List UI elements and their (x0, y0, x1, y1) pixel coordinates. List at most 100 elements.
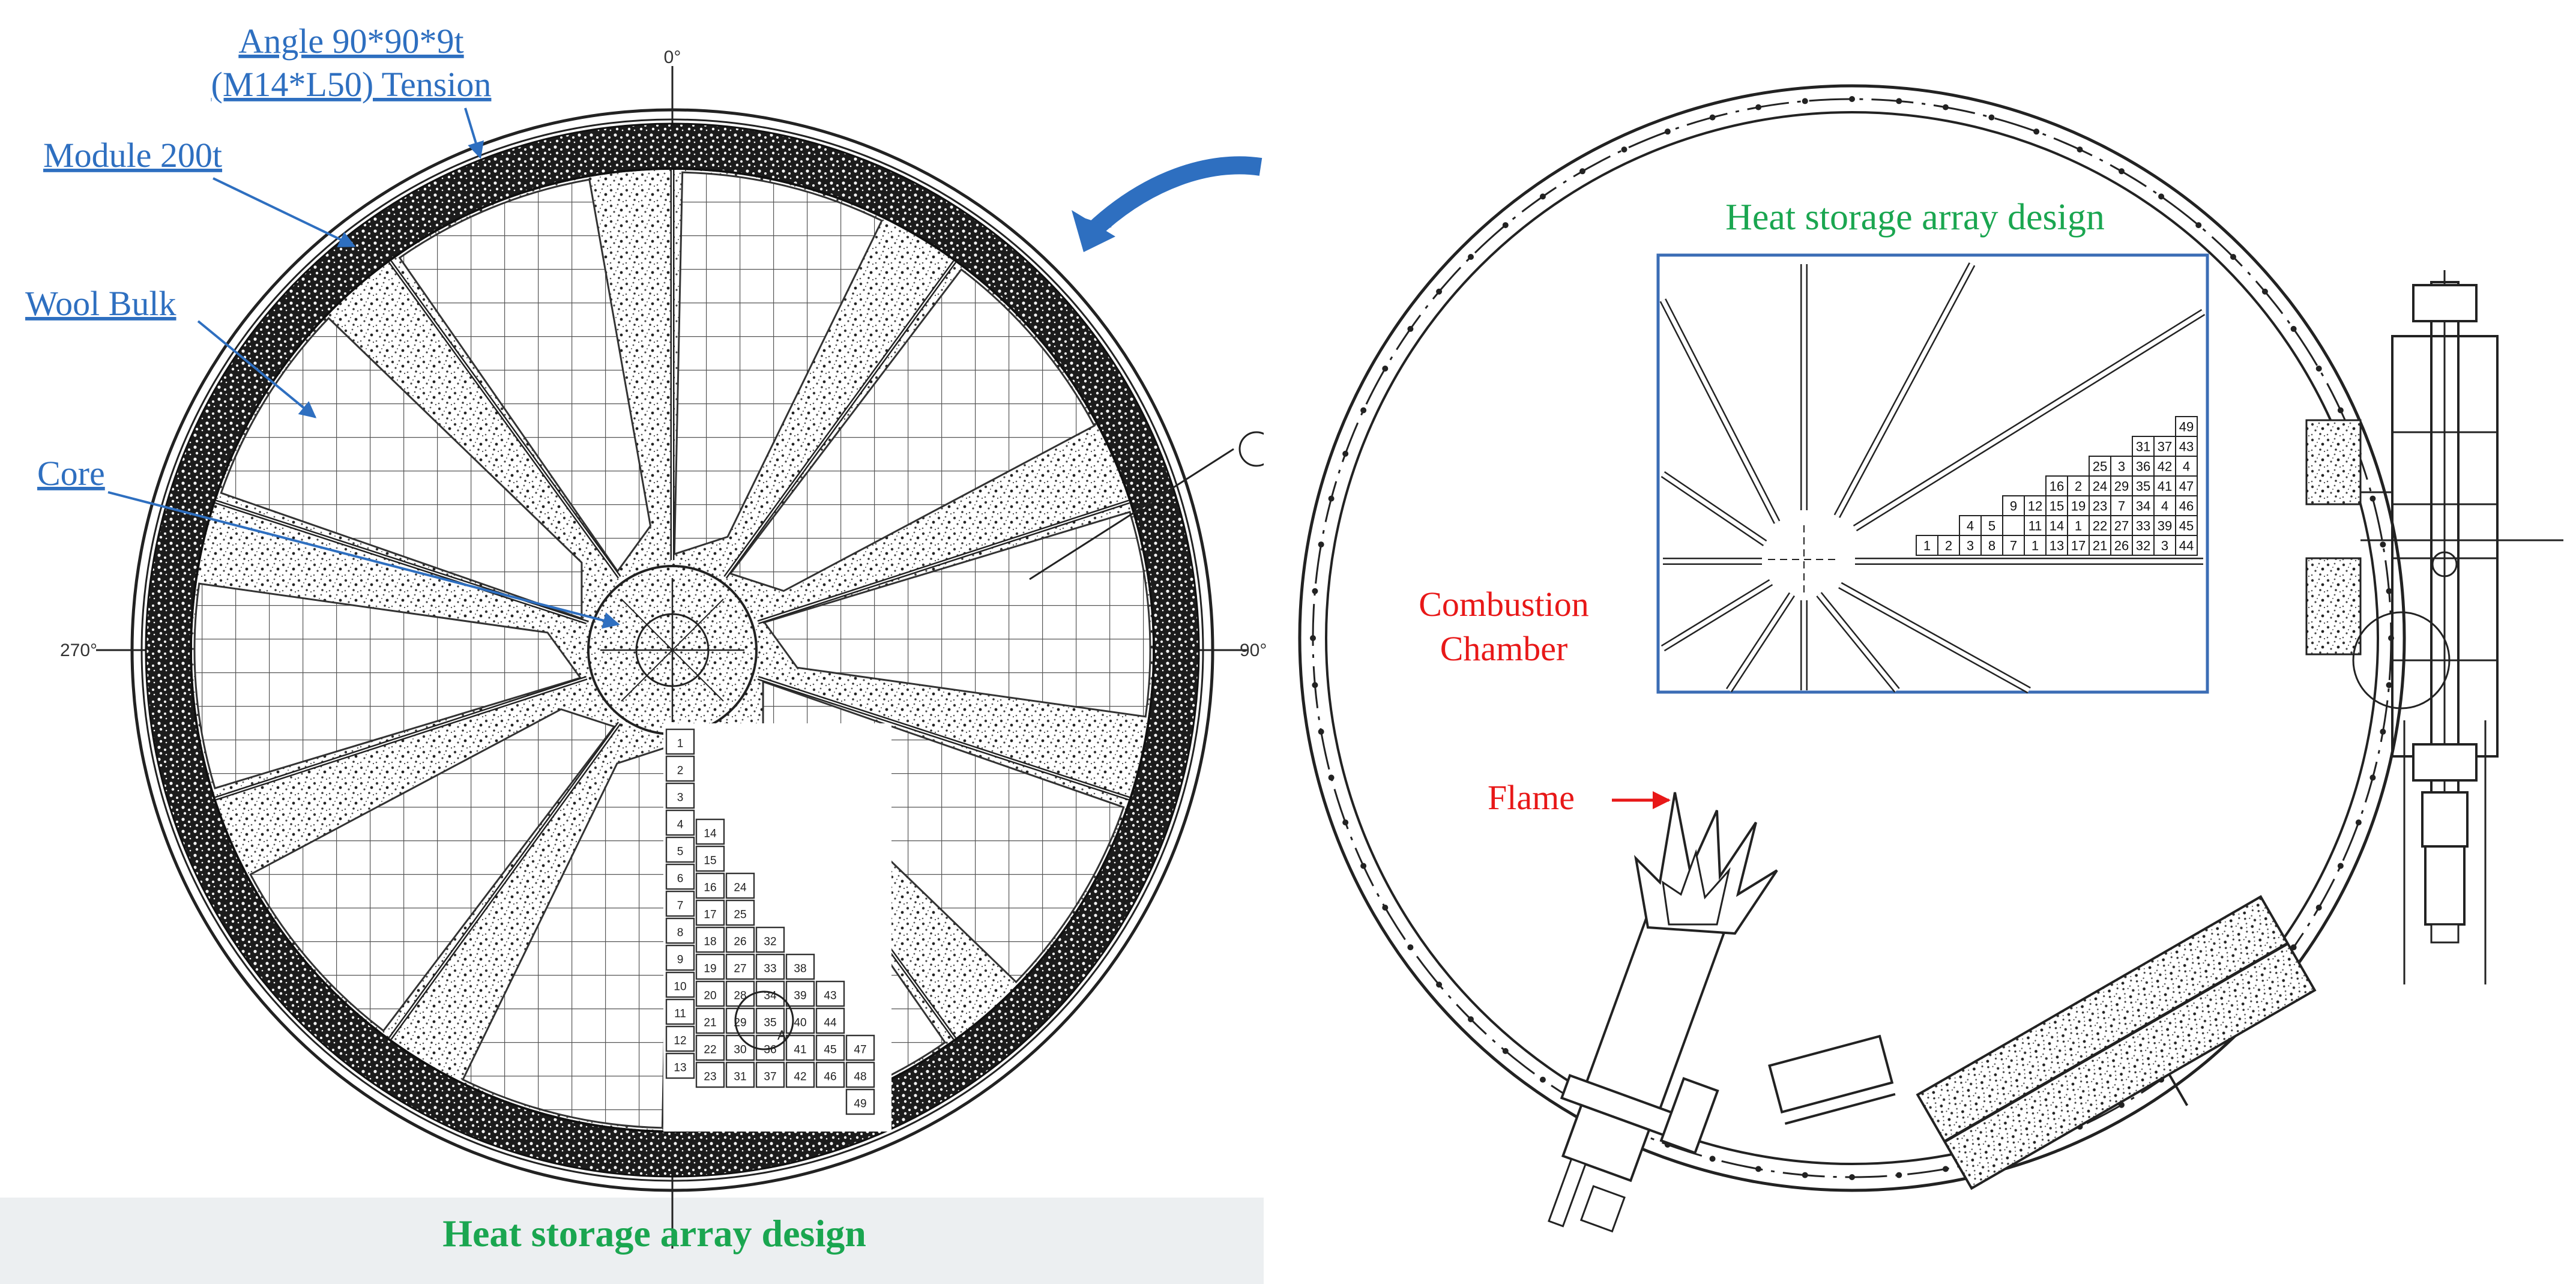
sector-grid (462, 744, 672, 1129)
inset-cell-label: 2 (1945, 538, 1952, 553)
inset-cell-label: 5 (1988, 519, 1995, 534)
numbered-cell (725, 872, 755, 899)
core-label: Core (37, 454, 105, 493)
shell-bolt (1312, 682, 1318, 689)
chamber-shell-outer (1298, 84, 2406, 1192)
inset-cell (1959, 515, 1982, 536)
section-balloon (1238, 431, 1264, 467)
shell-bolt (1664, 128, 1671, 135)
shell-bolt (1502, 1047, 1509, 1054)
numbered-cell (665, 1052, 695, 1079)
numbered-cell-label: 44 (824, 1017, 837, 1029)
shell-bolt (1342, 450, 1349, 457)
numbered-cell-label: 35 (764, 1017, 776, 1029)
core-leader (107, 491, 620, 629)
shell-bolt (2337, 407, 2344, 414)
shell-bolt (2119, 168, 2125, 175)
numbered-cell-label: 47 (854, 1044, 866, 1056)
shell-bolt (2369, 495, 2376, 502)
inset-cell-label: 17 (2071, 538, 2086, 553)
numbered-cell (755, 953, 785, 980)
inset-cell-label: 14 (2050, 519, 2064, 534)
shell-bolt (1382, 366, 1389, 372)
inset-cell-label: 45 (2179, 519, 2194, 534)
inset-cell (1937, 535, 1960, 556)
inset-cell-label: 34 (2136, 499, 2150, 514)
inset-cell-label: 24 (2093, 479, 2107, 494)
shell-bolt (1849, 96, 1855, 102)
shell-bolt (1382, 905, 1389, 911)
inset-cell-label: 3 (2161, 538, 2168, 553)
inset-cell-label: 41 (2158, 479, 2172, 494)
angle-leader (464, 107, 484, 159)
inset-cell (2067, 515, 2090, 536)
numbered-cell (665, 863, 695, 890)
numbered-cell-label: 29 (734, 1017, 746, 1029)
shell-bolt (1310, 635, 1316, 641)
shell-bolt (2337, 863, 2344, 869)
shell-bolt (1802, 98, 1808, 104)
inset-cell-label: 3 (2118, 459, 2125, 474)
numbered-cell (845, 1034, 875, 1061)
numbered-cell-label: 7 (677, 900, 684, 912)
numbered-cell-label: 12 (674, 1035, 686, 1047)
numbered-cell (815, 1007, 845, 1034)
shell-bolt (1896, 1172, 1902, 1178)
angle-label-line2: (M14*L50) Tension (211, 65, 492, 104)
numbered-cell (695, 980, 725, 1007)
numbered-cell (665, 809, 695, 836)
numbered-cell-label: 23 (704, 1071, 716, 1084)
numbered-cell-label: 28 (734, 990, 746, 1002)
numbered-cell-label: 45 (824, 1044, 836, 1056)
inset-cell-label: 8 (1988, 538, 1995, 553)
numbered-cell-label: 48 (854, 1071, 866, 1084)
numbered-cell-label: 46 (824, 1071, 836, 1084)
numbered-cell-label: 5 (677, 846, 684, 858)
inset-cell-label: 9 (2010, 499, 2017, 514)
numbered-cell (755, 1034, 785, 1061)
outer-shell-inner-line (140, 118, 1204, 1182)
numbered-cell-label: 40 (794, 1017, 806, 1029)
numbered-cell-label: 22 (704, 1044, 716, 1056)
numbered-cell (695, 953, 725, 980)
bottom-duct-middle (1768, 1034, 1896, 1125)
shell-bolt (1755, 104, 1762, 110)
caption-band (0, 1198, 1264, 1284)
numbered-cell-label: 13 (674, 1062, 686, 1075)
numbered-sector: 1234567891011121314151617181920212223242… (663, 723, 891, 1132)
shell-bolt (1579, 168, 1585, 175)
transition-arrow-head-tip (1072, 210, 1115, 252)
numbered-cell (815, 980, 845, 1007)
inset-cell-label: 3 (1967, 538, 1974, 553)
inset-cell-label: 35 (2136, 479, 2150, 494)
numbered-cell-label: 33 (764, 963, 776, 975)
numbered-cell (695, 818, 725, 845)
inset-cell-label: 1 (2032, 538, 2039, 553)
inset-cell-label: 4 (2183, 459, 2190, 474)
numbered-cell (665, 971, 695, 998)
numbered-cell-label: 21 (704, 1017, 716, 1029)
shell-bolt (1436, 288, 1443, 295)
inset-cell-label: 36 (2136, 459, 2150, 474)
inset-cell-label: 42 (2158, 459, 2172, 474)
detail-callout-letter: A (777, 1028, 786, 1043)
shell-bolt (1318, 541, 1324, 548)
numbered-cell (815, 1034, 845, 1061)
numbered-cell (755, 1007, 785, 1034)
inset-cell-label: 4 (1967, 519, 1974, 534)
numbered-cell-label: 36 (764, 1044, 776, 1056)
numbered-cell (755, 1061, 785, 1088)
left-title: Heat storage array design (442, 1212, 866, 1255)
inset-cell-label: 37 (2158, 439, 2172, 454)
numbered-cell (665, 944, 695, 971)
numbered-cell-label: 43 (824, 990, 836, 1002)
inset-cell-label: 26 (2114, 538, 2129, 553)
numbered-cell (815, 1061, 845, 1088)
burner-tube (1548, 905, 1726, 1233)
shell-bolt (2230, 254, 2236, 261)
flame-label: Flame (1488, 778, 1575, 817)
inset-cell-label: 46 (2179, 499, 2194, 514)
flame (1633, 792, 1778, 935)
numbered-cell-label: 8 (677, 927, 684, 939)
